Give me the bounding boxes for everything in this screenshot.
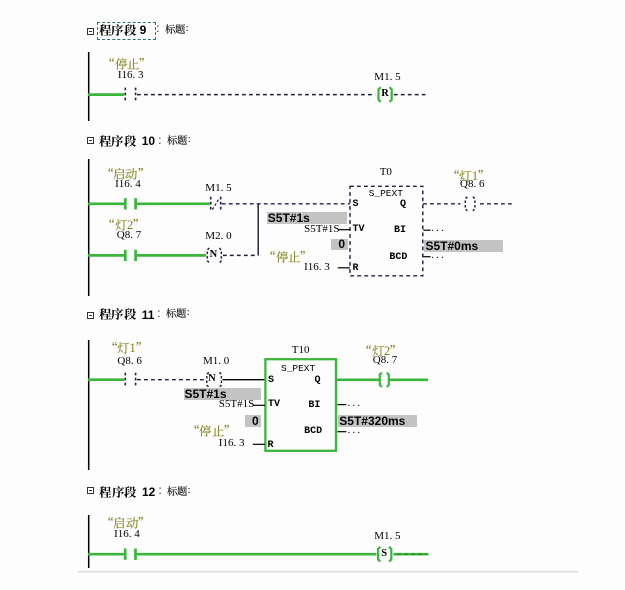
n11-bcd-status-value: S5T#320ms [337, 413, 418, 428]
n10-start-contact-address[interactable]: I16. 4 [115, 178, 141, 191]
n10-light1-coil-parens [464, 196, 468, 212]
n11-r-operand-symbol-name[interactable] [194, 424, 230, 437]
n10-tv-status-text: S5T#1s [267, 210, 310, 225]
n10-edge-coil-parens [218, 247, 223, 264]
n10-param-r: R [352, 263, 359, 275]
n11-network-number[interactable]: 11 [141, 307, 155, 322]
n11-bi-placeholder: ... [347, 396, 363, 409]
n11-tv-operand[interactable]: S5T#1S [218, 398, 255, 410]
n9-reset-coil-letter: R [381, 88, 389, 99]
n11-param-bi: BI [308, 399, 321, 411]
n10-tv-operand[interactable]: S5T#1S [304, 223, 340, 235]
n11-light1-contact-address[interactable]: Q8. 6 [117, 355, 142, 368]
n11-light2-coil-parens [386, 371, 390, 388]
n10-timer-type[interactable]: S_PEXT [368, 187, 403, 199]
n11-network-title[interactable]: : [166, 307, 190, 318]
n10-m15-nc-contact-bars [211, 198, 220, 210]
n9-collapse-button[interactable] [86, 28, 94, 36]
n11-light2-coil-address[interactable]: Q8. 7 [372, 353, 398, 366]
n10-edge-coil-letter: N [209, 249, 218, 261]
n10-param-q: Q [399, 198, 406, 210]
n10-bcd-status-text: S5T#0ms [425, 238, 479, 253]
n10-network-label[interactable] [99, 135, 136, 147]
n10-network-number[interactable]: 10 [141, 134, 156, 149]
n11-bcd-placeholder: ... [347, 423, 363, 436]
n9-network-title[interactable]: : [164, 23, 188, 34]
n11-param-s: S [268, 375, 275, 387]
n11-light2-coil-parens [378, 371, 383, 388]
n10-light2-contact-address[interactable]: Q8. 7 [116, 229, 142, 242]
n12-network-label[interactable] [99, 485, 137, 498]
n11-timer-block-frame [264, 358, 338, 452]
n10-timer-name[interactable]: T0 [379, 165, 392, 178]
n10-bcd-placeholder: ... [431, 248, 447, 261]
n9-stop-contact-symbol-name[interactable] [109, 57, 145, 70]
n11-timer-name[interactable]: T10 [291, 343, 310, 356]
n9-network-number[interactable]: 9 [139, 22, 147, 37]
n11-header-colon: : [157, 307, 161, 320]
n10-timer-block-frame [349, 185, 424, 277]
n10-param-tv: TV [352, 224, 365, 235]
n10-edge-coil-address[interactable]: M2. 0 [205, 230, 232, 242]
n9-reset-coil-parens [388, 86, 393, 103]
n11-r-status-value: 0 [245, 413, 262, 428]
n10-m15-contact-address[interactable]: M1. 5 [205, 181, 232, 194]
n11-r-status-text: 0 [252, 413, 259, 428]
n11-param-tv: TV [268, 399, 281, 411]
n12-set-coil-letter: S [381, 547, 388, 559]
n10-start-contact-symbol-name[interactable] [108, 168, 143, 180]
n11-edge-coil-address[interactable]: M1. 0 [203, 355, 230, 368]
n11-edge-coil-parens [218, 371, 223, 388]
n12-start-contact-address[interactable]: I16. 4 [114, 528, 140, 541]
n10-bcd-status-value: S5T#0ms [424, 238, 504, 253]
n11-light2-coil-symbol-name[interactable]: 2 [366, 344, 396, 357]
n10-light1-coil-symbol-name[interactable]: 1 [454, 169, 483, 182]
n10-r-status-text: 0 [338, 237, 346, 252]
n9-network-label[interactable] [99, 23, 136, 36]
n10-param-bi: BI [393, 224, 406, 236]
n11-param-bcd: BCD [304, 426, 323, 438]
n10-param-bcd: BCD [389, 251, 408, 263]
n9-reset-coil-address[interactable]: M1. 5 [374, 71, 401, 84]
n11-tv-status-value: S5T#1s [183, 387, 262, 402]
n11-timer-type[interactable]: S_PEXT [281, 363, 316, 375]
n11-collapse-button[interactable] [86, 311, 94, 319]
n11-param-q: Q [314, 374, 321, 386]
n10-r-status-value: 0 [331, 237, 348, 252]
n10-param-s: S [352, 198, 359, 210]
n11-tv-status-text: S5T#1s [184, 387, 227, 402]
n10-r-operand-symbol-name[interactable] [270, 250, 306, 263]
n12-collapse-button[interactable] [87, 487, 95, 495]
n12-set-coil-parens [377, 546, 382, 563]
n10-r-operand[interactable]: I16. 3 [304, 260, 330, 273]
n10-light2-contact-symbol-name[interactable]: 2 [109, 218, 139, 231]
n11-light1-contact-symbol-name[interactable]: 1 [112, 342, 141, 355]
n10-edge-coil-parens [206, 247, 210, 264]
n10-collapse-button[interactable] [86, 137, 94, 145]
n9-stop-contact-address[interactable]: I16. 3 [117, 68, 144, 81]
n10-light1-coil-address[interactable]: Q8. 6 [460, 178, 485, 191]
n11-edge-coil-parens [206, 371, 210, 388]
n9-reset-coil-parens [377, 86, 382, 103]
n10-bi-placeholder: ... [431, 222, 447, 235]
n12-set-coil-address[interactable]: M1. 5 [374, 529, 401, 542]
n12-network-title[interactable]: : [166, 485, 190, 496]
n11-bcd-status-text: S5T#320ms [339, 413, 406, 428]
n10-header-colon: : [158, 134, 162, 147]
n12-network-number[interactable]: 12 [142, 485, 156, 500]
n9-header-colon: : [156, 23, 160, 36]
n11-network-label[interactable] [99, 308, 136, 321]
n12-start-contact-symbol-name[interactable] [108, 517, 143, 529]
n11-edge-coil-letter: N [208, 373, 216, 385]
n12-set-coil-parens [388, 546, 393, 563]
n12-header-colon: : [158, 485, 162, 498]
n11-param-r: R [267, 439, 274, 451]
n10-network-title[interactable]: : [167, 134, 191, 145]
n10-tv-status-value: S5T#1s [266, 210, 347, 225]
n11-r-operand[interactable]: I16. 3 [218, 436, 245, 449]
n10-light1-coil-parens [472, 196, 476, 212]
